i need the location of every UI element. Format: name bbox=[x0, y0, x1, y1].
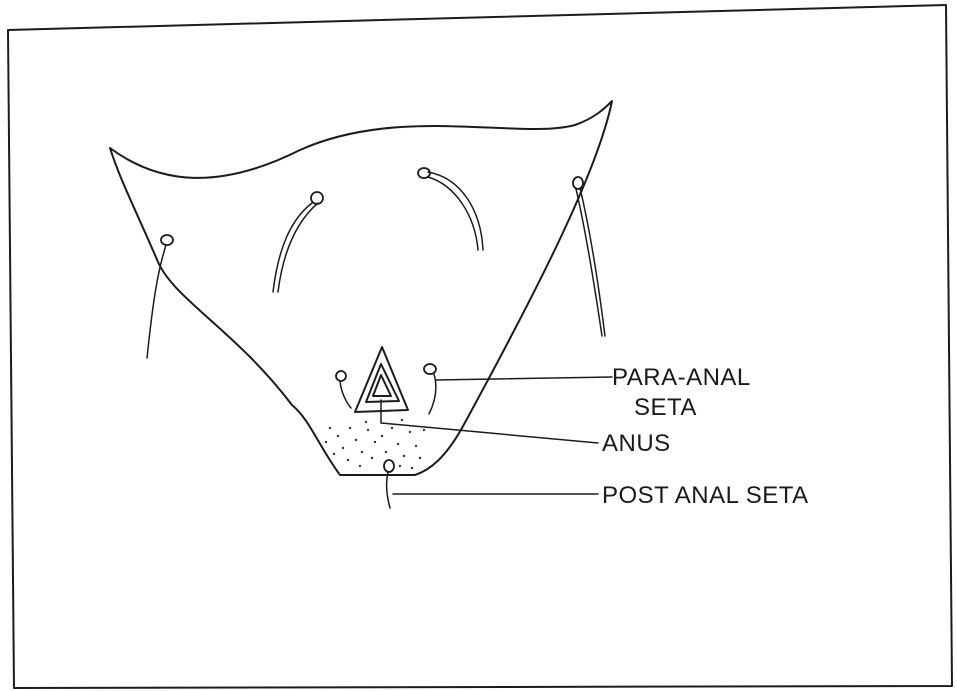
para-anal-label-line1: PARA-ANAL bbox=[612, 364, 751, 391]
post-anal-seta bbox=[387, 472, 390, 508]
right-lateral-seta-socket bbox=[573, 177, 583, 189]
right-lateral-seta bbox=[580, 188, 605, 336]
para-anal-label-line2: SETA bbox=[634, 394, 697, 421]
inner-right-seta bbox=[428, 177, 478, 250]
right-para-anal-seta bbox=[429, 374, 436, 414]
frame-border bbox=[8, 5, 952, 688]
anal-plate-outline bbox=[110, 101, 612, 475]
left-lateral-seta bbox=[147, 245, 166, 358]
left-para-anal-seta bbox=[340, 381, 351, 408]
setae-group bbox=[147, 168, 605, 508]
left-para-anal-seta-socket bbox=[336, 371, 346, 381]
post-anal-seta-label: POST ANAL SETA bbox=[602, 482, 809, 509]
inner-left-seta-socket bbox=[311, 192, 323, 204]
right-para-anal-seta-socket bbox=[424, 364, 436, 374]
anus-label: ANUS bbox=[602, 430, 671, 457]
post-anal-seta-socket bbox=[384, 460, 394, 472]
para-anal-seta-leader bbox=[436, 377, 612, 380]
anus-leader bbox=[381, 400, 598, 443]
left-lateral-seta-socket bbox=[161, 235, 173, 245]
